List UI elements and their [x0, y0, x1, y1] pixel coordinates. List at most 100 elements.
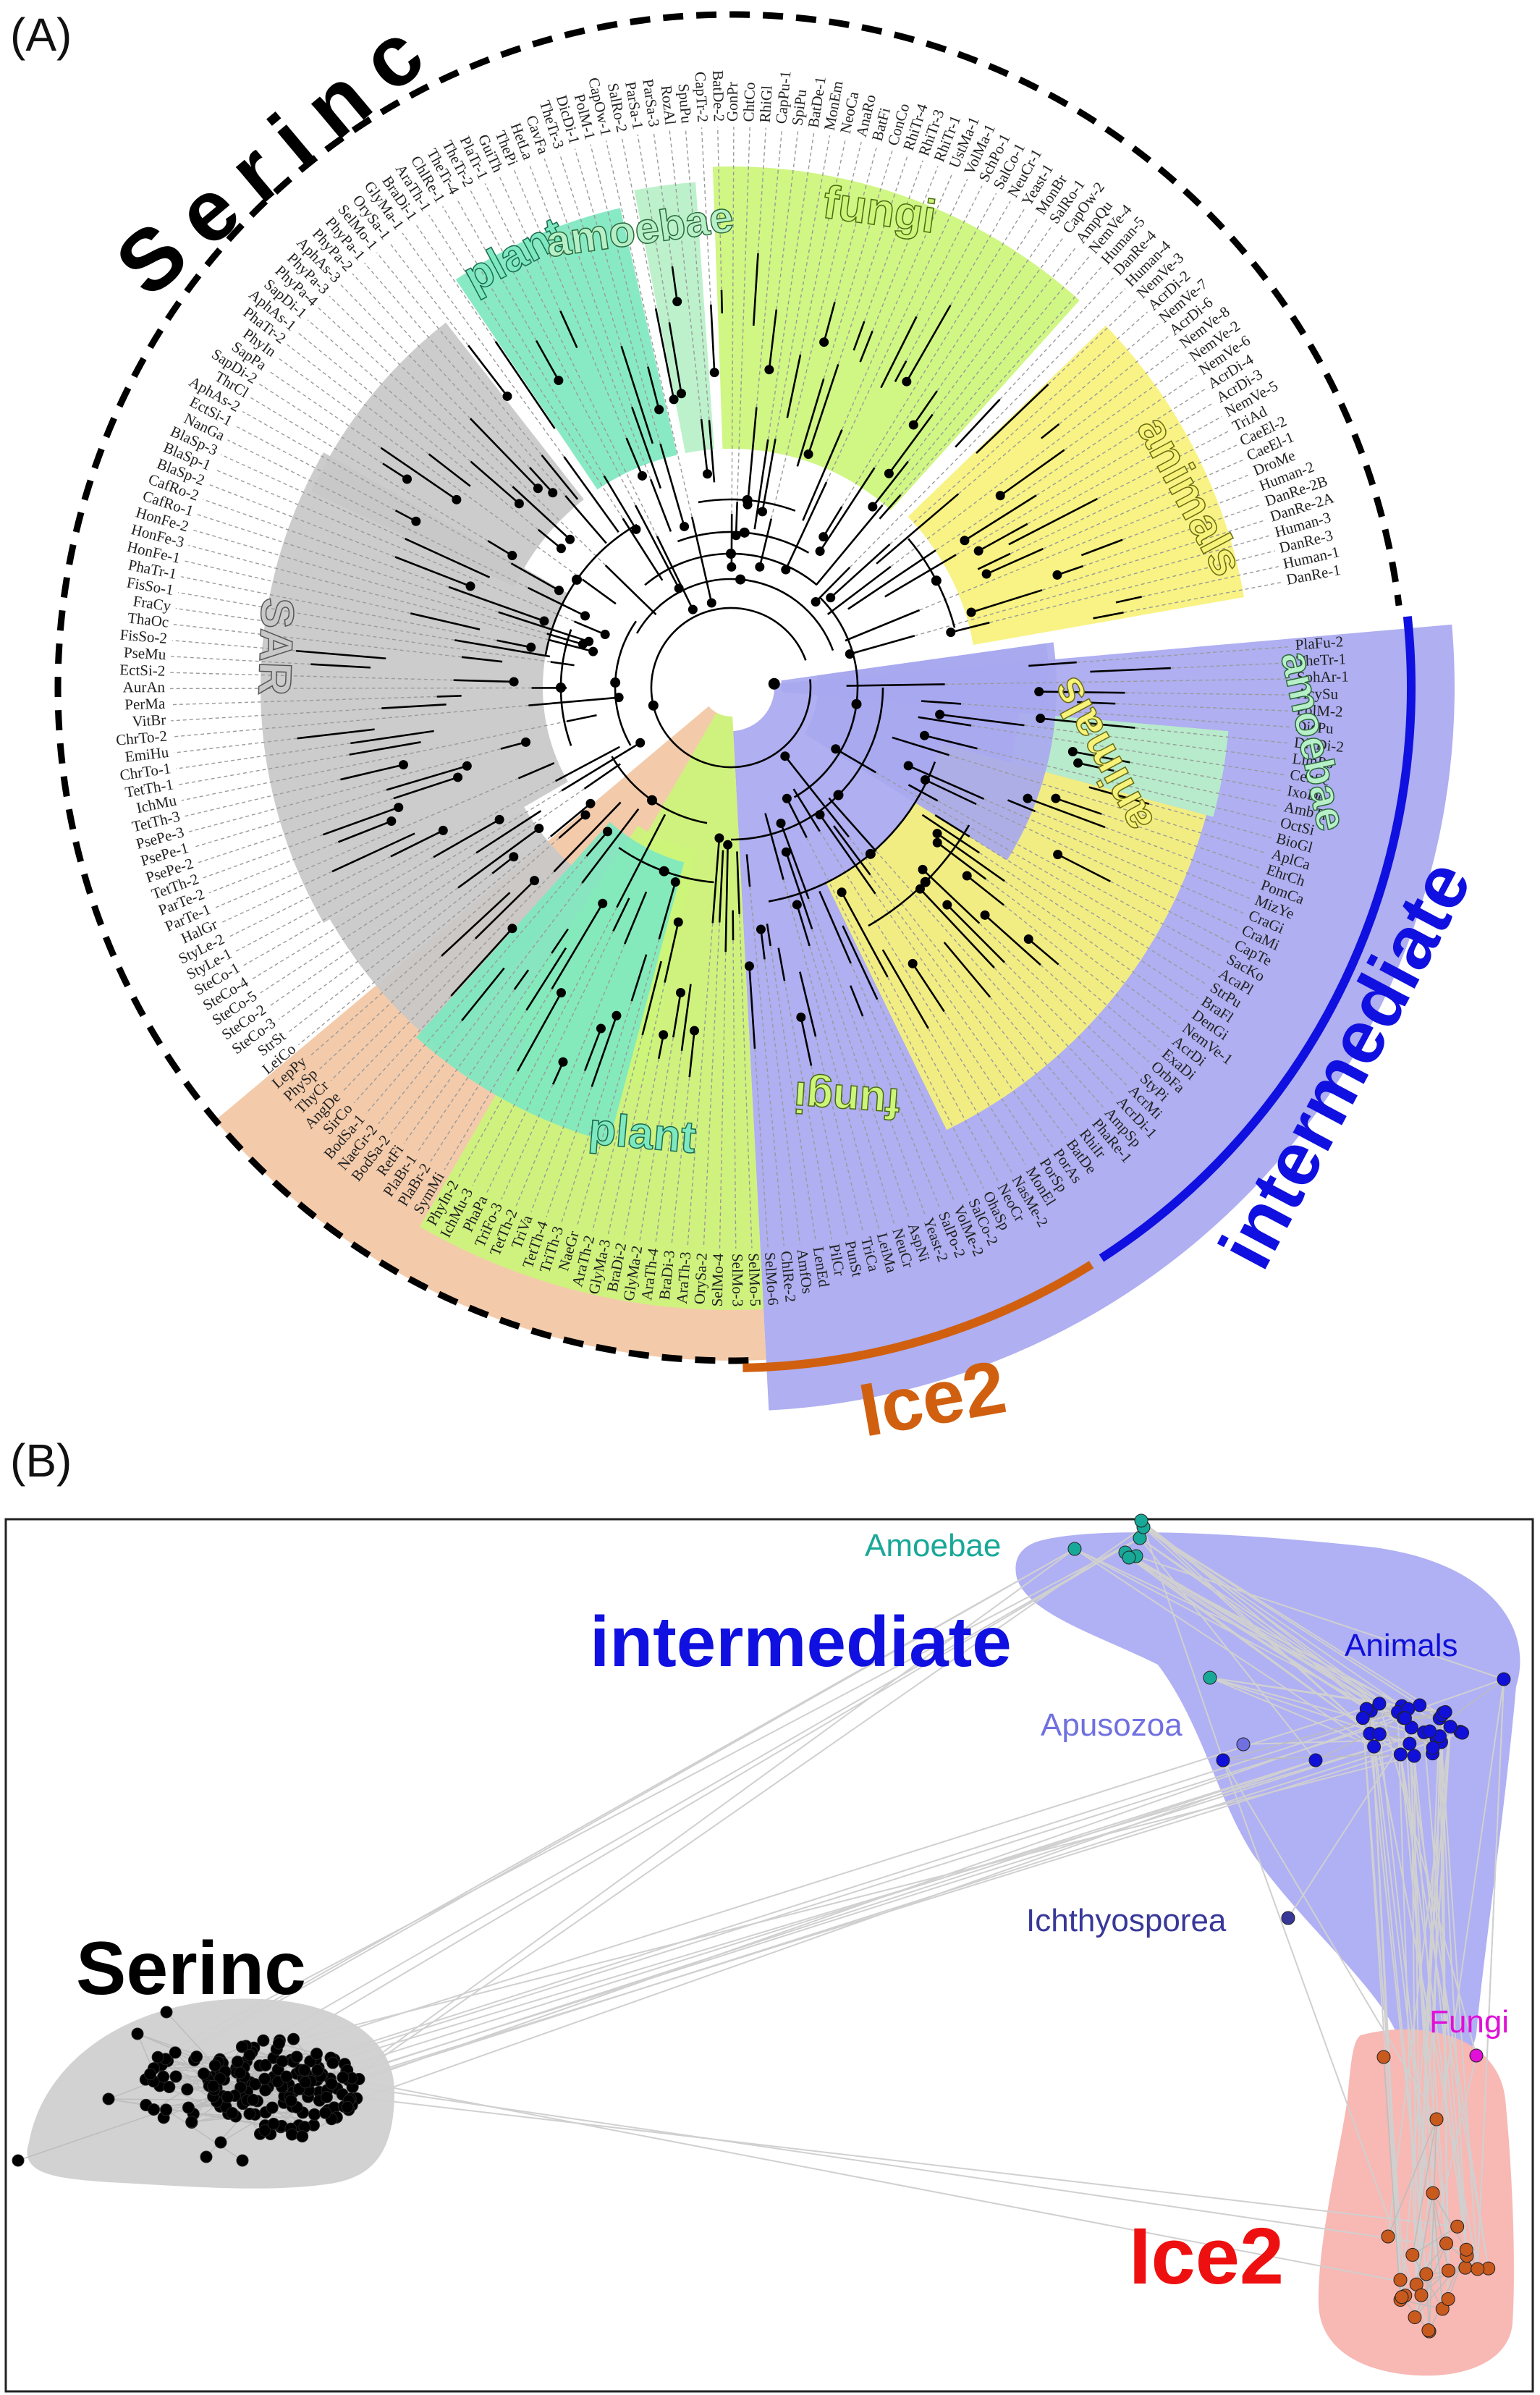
node-dot — [782, 793, 792, 803]
leader-line — [472, 907, 617, 1186]
node-dot — [706, 598, 716, 608]
node-dot — [915, 884, 925, 894]
node-dot — [580, 810, 591, 820]
branch — [475, 810, 542, 854]
network-edge — [1222, 1760, 1431, 2332]
branch — [496, 639, 532, 649]
animals-node — [1402, 1736, 1417, 1751]
leader-line — [268, 370, 381, 449]
node-dot — [1023, 793, 1033, 803]
node-dot — [918, 864, 928, 874]
branch — [1077, 701, 1116, 705]
node-label-fungi: Fungi — [1429, 2004, 1509, 2040]
branch — [984, 914, 1041, 966]
leader-line — [928, 1028, 1013, 1173]
network-edge — [1209, 1677, 1374, 1748]
node-dot — [931, 575, 942, 586]
branch — [690, 516, 713, 604]
branch — [846, 683, 945, 687]
node-dot — [648, 700, 659, 711]
node-dot — [507, 551, 517, 561]
branch — [964, 494, 1037, 541]
branch — [658, 882, 677, 939]
animals-node — [1404, 1720, 1418, 1735]
leader-line — [669, 130, 702, 420]
branch — [566, 714, 597, 722]
leader-line — [1123, 581, 1282, 613]
leader-line — [172, 704, 529, 738]
network-edge — [1387, 2119, 1437, 2237]
node-dot — [674, 583, 684, 594]
branch — [970, 589, 1043, 614]
network-edge — [1135, 1555, 1505, 1680]
branch — [390, 829, 444, 858]
leader-line — [806, 837, 984, 1189]
leader-line — [378, 1020, 462, 1125]
network-edge — [1315, 1733, 1371, 1761]
node-dot — [920, 877, 931, 887]
leader-line — [576, 939, 660, 1228]
leader-line — [873, 217, 1038, 468]
leader-line — [171, 707, 382, 722]
leader-line — [268, 788, 585, 1007]
leader-line — [530, 1070, 585, 1212]
network-edge — [1401, 1726, 1452, 2297]
serinc-node — [207, 2079, 220, 2092]
leaf-label: DicPu — [1295, 717, 1334, 738]
node-dot — [764, 365, 774, 375]
leader-line — [756, 129, 783, 407]
leader-line — [574, 148, 661, 444]
branch — [561, 742, 641, 792]
node-dot — [526, 642, 536, 652]
node-dot — [603, 827, 613, 837]
node-dot — [726, 549, 736, 559]
leader-line — [957, 324, 1159, 494]
branch — [842, 925, 879, 1000]
network-edge — [321, 1760, 1316, 2075]
branch — [386, 765, 468, 791]
branch — [331, 832, 415, 873]
leaf-label: PseMu — [123, 643, 166, 663]
serinc-node — [310, 2048, 323, 2061]
branch — [310, 663, 371, 669]
leader-line — [849, 288, 1126, 568]
branch — [630, 954, 648, 1002]
branch — [468, 345, 509, 397]
network-edge — [1383, 2056, 1401, 2300]
branch — [708, 420, 716, 483]
leader-line — [685, 128, 710, 421]
node-dot — [792, 900, 802, 910]
ice2-node — [1376, 2050, 1391, 2064]
node-dot — [739, 527, 750, 538]
serinc-node — [298, 2064, 311, 2077]
node-dot — [676, 987, 686, 997]
branch — [711, 837, 721, 924]
branch — [380, 447, 457, 501]
branch — [752, 253, 759, 326]
branch — [553, 801, 622, 873]
leader-line — [999, 276, 1114, 400]
branch — [718, 850, 724, 923]
leader-line — [181, 720, 567, 801]
ice2-node — [1414, 2288, 1429, 2302]
node-dot — [865, 848, 876, 859]
branch — [1028, 938, 1059, 966]
leader-line — [1104, 827, 1257, 884]
serinc-node — [308, 2108, 321, 2121]
network-edge — [1440, 1741, 1478, 2270]
branch — [680, 984, 692, 1052]
serinc-node — [290, 2050, 303, 2064]
leaf-label: FisSo-2 — [119, 626, 168, 647]
leader-line — [330, 938, 476, 1081]
node-dot — [1073, 758, 1083, 768]
leader-line — [173, 623, 462, 658]
network-edge — [1366, 1708, 1427, 2275]
branch — [1078, 761, 1114, 772]
network-edge — [1400, 1754, 1447, 2244]
branch — [753, 439, 769, 530]
node-dot — [398, 760, 408, 770]
leader-line — [172, 640, 297, 651]
branch — [453, 679, 515, 683]
clade-wedges — [215, 166, 1455, 1411]
